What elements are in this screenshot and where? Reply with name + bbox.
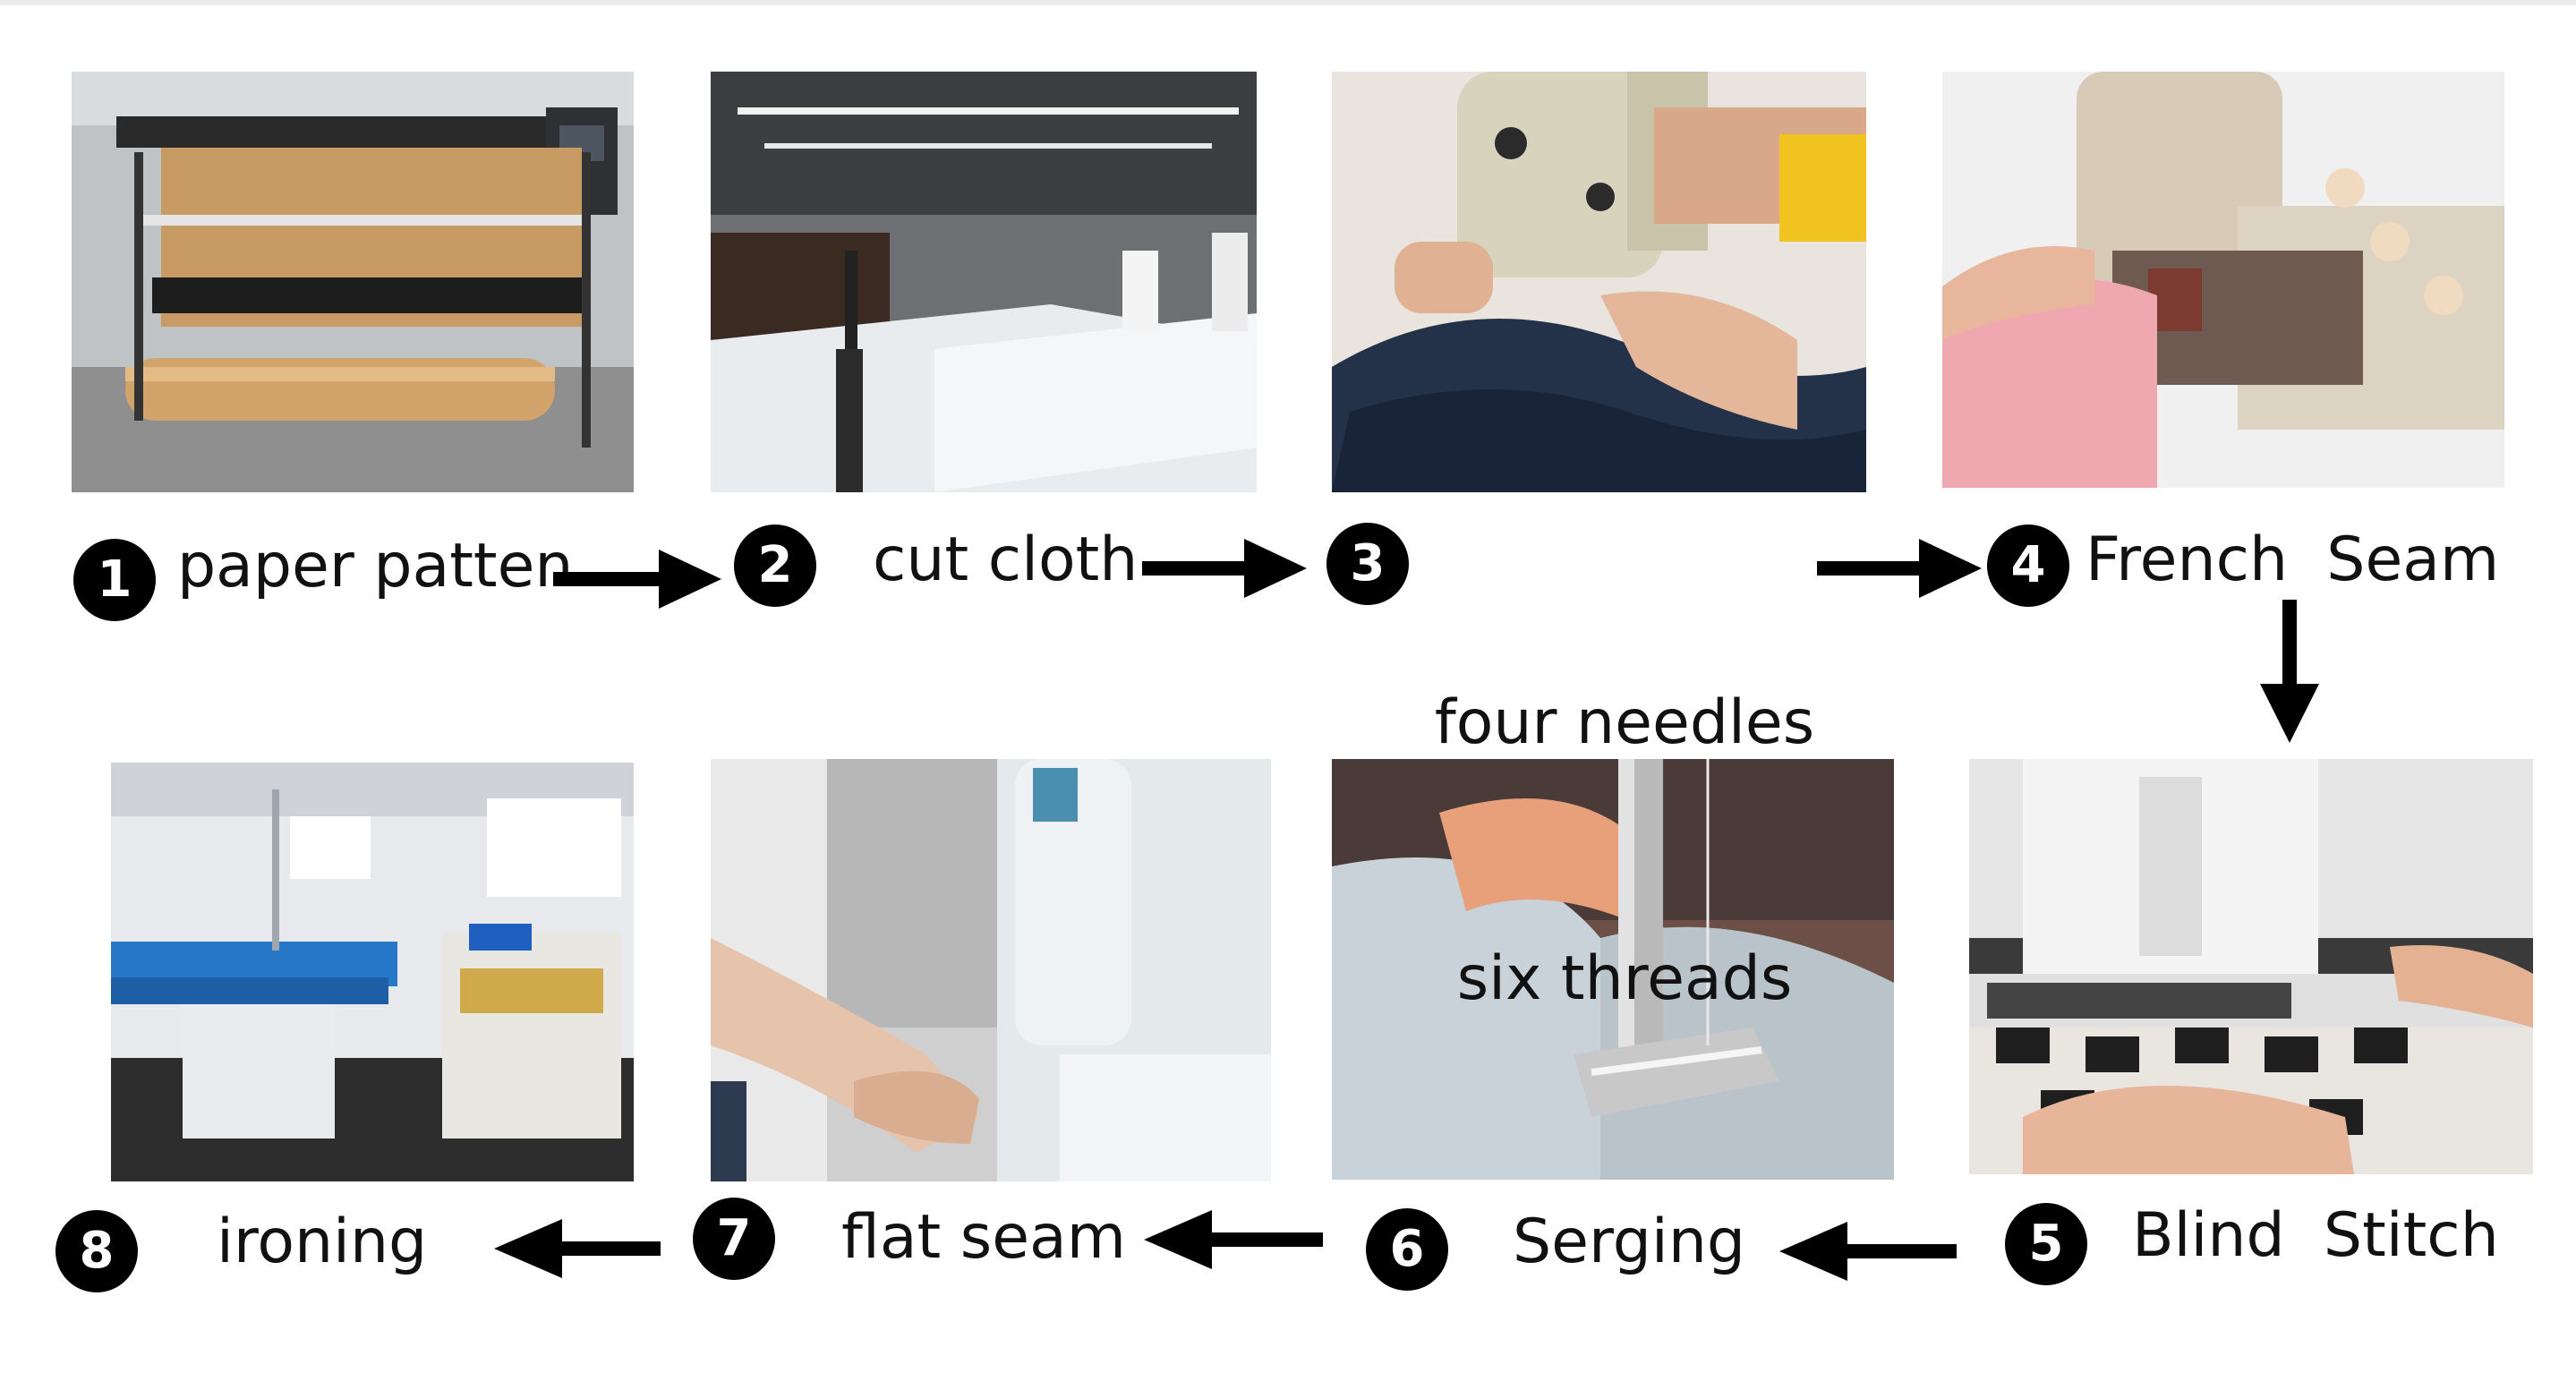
step-8-badge: 8	[55, 1210, 138, 1292]
step-1-badge: 1	[73, 539, 156, 621]
step-7-label: flat seam	[841, 1202, 1126, 1273]
step-5-label: Blind Stitch	[2132, 1200, 2499, 1271]
step-8-label: ironing	[217, 1207, 428, 1277]
step-2-label: cut cloth	[873, 524, 1139, 595]
serging-needle-photo	[1332, 759, 1894, 1180]
step-1-label: paper patten	[177, 531, 574, 601]
step-3-label-line-1: four needles	[1434, 687, 1815, 759]
arrow-right-icon	[1142, 539, 1307, 598]
step-4-badge: 4	[1987, 524, 2069, 607]
pattern-plotter-photo	[72, 72, 634, 492]
step-2-badge: 2	[734, 524, 816, 607]
arrow-left-icon	[1779, 1222, 1957, 1281]
step-4-label: French Seam	[2086, 524, 2500, 595]
arrow-down-icon	[2260, 600, 2319, 743]
step-5-badge: 5	[2005, 1203, 2087, 1285]
step-3-label-line-2: six threads	[1456, 942, 1793, 1014]
arrow-right-icon	[1817, 539, 1982, 598]
arrow-left-icon	[1144, 1210, 1323, 1269]
step-6-badge: 6	[1366, 1208, 1448, 1291]
cutting-table-photo	[711, 72, 1257, 492]
flat-seam-sewing-photo	[711, 759, 1271, 1181]
arrow-right-icon	[553, 550, 721, 609]
top-divider	[0, 0, 2576, 5]
blind-stitch-machine-photo	[1969, 759, 2533, 1174]
arrow-left-icon	[494, 1219, 661, 1278]
step-6-label: Serging	[1513, 1207, 1746, 1277]
step-3-badge: 3	[1326, 523, 1409, 605]
ironing-tables-photo	[111, 763, 634, 1181]
french-seam-machine-photo	[1942, 72, 2504, 488]
denim-sewing-photo	[1332, 72, 1866, 492]
step-7-badge: 7	[693, 1198, 775, 1280]
step-3-label: four needles six threads	[1396, 510, 1853, 1106]
